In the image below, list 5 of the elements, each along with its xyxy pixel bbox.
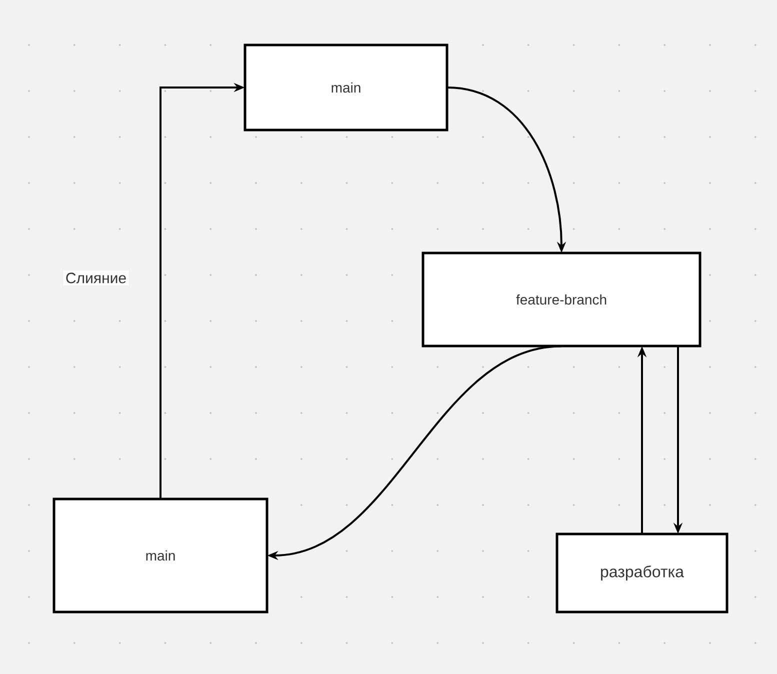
process-box: разработка bbox=[556, 532, 728, 614]
process-box: main bbox=[244, 44, 448, 132]
process-box: main bbox=[52, 498, 268, 614]
process-box: feature-branch bbox=[422, 252, 702, 348]
edge-label: Слияние bbox=[63, 270, 129, 286]
